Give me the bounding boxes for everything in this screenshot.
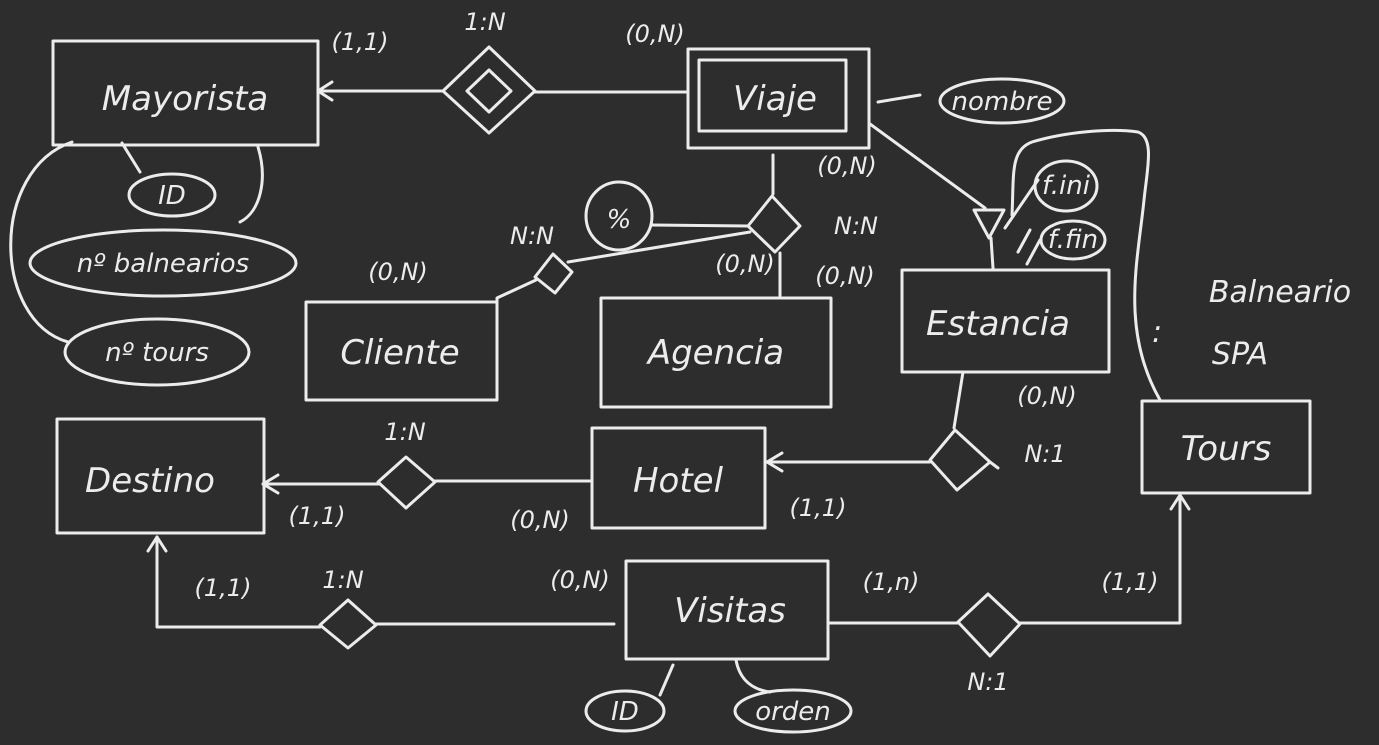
- entity-agencia: Agencia: [599, 296, 833, 409]
- card-visitas-right: (1,n): [863, 568, 920, 596]
- entity-agencia-label: Agencia: [646, 333, 784, 373]
- attribute-agencia-percent-label: %: [607, 205, 632, 235]
- entity-mayorista-label: Mayorista: [102, 79, 268, 119]
- attribute-estancia-f-ini: f.ini: [1003, 159, 1099, 230]
- relationship-visitas-tours: N:1: [828, 493, 1191, 696]
- relationship-hotel-destino: 1:N: [261, 418, 592, 510]
- card-visitas-left: (0,N): [550, 566, 610, 594]
- entity-estancia-label: Estancia: [926, 304, 1070, 344]
- relationship-mayorista-viaje: 1:N: [316, 8, 688, 135]
- attribute-agencia-percent: %: [584, 180, 750, 252]
- relationship-viaje-agencia: N:N: [746, 153, 878, 298]
- attribute-viaje-nombre-label: nombre: [952, 87, 1053, 117]
- relationship-visitas-tours-label: N:1: [967, 668, 1008, 696]
- attribute-visitas-id-label: ID: [611, 697, 639, 727]
- note-subtype-balneario: Balneario: [1209, 275, 1351, 310]
- card-destino-right: (1,1): [289, 502, 346, 530]
- attribute-mayorista-id: ID: [120, 141, 217, 218]
- attribute-estancia-f-fin: f.fin: [1016, 219, 1107, 266]
- attribute-visitas-orden: orden: [733, 658, 853, 734]
- attribute-viaje-nombre: nombre: [876, 77, 1066, 125]
- relationship-visitas-destino: 1:N: [146, 535, 616, 650]
- card-cliente: (0,N): [368, 258, 428, 286]
- attribute-mayorista-balnearios-label: nº balnearios: [77, 249, 249, 279]
- note-subtype-spa: SPA: [1212, 337, 1268, 372]
- attribute-estancia-f-fin-label: f.fin: [1048, 225, 1098, 255]
- entity-destino: Destino: [55, 417, 266, 535]
- attribute-mayorista-tours-label: nº tours: [105, 338, 209, 368]
- entity-cliente: Cliente: [304, 300, 499, 402]
- relationship-mayorista-viaje-label: 1:N: [464, 8, 505, 36]
- entity-visitas: Visitas: [624, 559, 830, 661]
- relationship-cliente-viaje: N:N: [495, 222, 752, 304]
- subtype-grouping: [1010, 128, 1162, 402]
- card-estancia: (0,N): [1017, 382, 1077, 410]
- entity-estancia: Estancia: [900, 268, 1111, 374]
- card-tours: (1,1): [1102, 568, 1159, 596]
- note-ellipsis: :: [1152, 315, 1162, 350]
- card-agencia-right: (0,N): [815, 262, 875, 290]
- relationship-hotel-destino-label: 1:N: [384, 418, 425, 446]
- card-hotel-left: (0,N): [510, 506, 570, 534]
- relationship-viaje-estancia-isa: [868, 122, 1006, 270]
- entity-hotel-label: Hotel: [633, 461, 724, 501]
- attribute-mayorista-id-label: ID: [158, 181, 186, 211]
- entity-mayorista: Mayorista: [51, 39, 320, 147]
- entity-tours-label: Tours: [1181, 429, 1272, 469]
- relationship-estancia-hotel: N:1: [765, 370, 1066, 492]
- card-viaje-bottom: (0,N): [817, 152, 877, 180]
- attribute-mayorista-balnearios: nº balnearios: [28, 145, 298, 298]
- entity-hotel: Hotel: [590, 426, 767, 530]
- card-mayorista: (1,1): [332, 28, 389, 56]
- entity-viaje-label: Viaje: [733, 79, 817, 119]
- attribute-visitas-orden-label: orden: [755, 697, 831, 727]
- entity-destino-label: Destino: [85, 461, 215, 501]
- card-destino-bottom: (1,1): [195, 574, 252, 602]
- attribute-estancia-f-ini-label: f.ini: [1042, 171, 1091, 201]
- relationship-visitas-destino-label: 1:N: [322, 566, 363, 594]
- relationship-estancia-hotel-label: N:1: [1024, 440, 1065, 468]
- card-agencia-left: (0,N): [715, 250, 775, 278]
- entity-viaje: Viaje: [686, 47, 871, 150]
- relationship-viaje-agencia-label: N:N: [834, 212, 878, 240]
- card-viaje-left: (0,N): [625, 20, 685, 48]
- relationship-cliente-viaje-label: N:N: [510, 222, 554, 250]
- attribute-mayorista-tours: nº tours: [9, 140, 251, 387]
- attribute-visitas-id: ID: [584, 663, 675, 733]
- entity-visitas-label: Visitas: [674, 591, 786, 631]
- card-hotel-right: (1,1): [790, 494, 847, 522]
- entity-cliente-label: Cliente: [340, 333, 459, 373]
- entity-tours: Tours: [1140, 399, 1312, 495]
